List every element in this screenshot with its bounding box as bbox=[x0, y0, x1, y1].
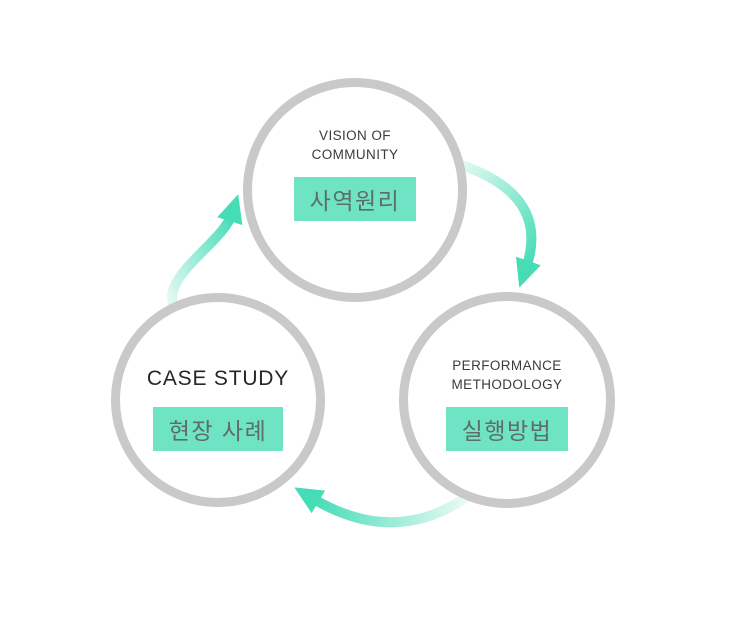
node-case-study: CASE STUDY 현장 사례 bbox=[111, 293, 325, 507]
node-tag-korean: 사역원리 bbox=[293, 176, 417, 221]
node-title-line: COMMUNITY bbox=[311, 146, 399, 162]
node-title-line: METHODOLOGY bbox=[451, 376, 563, 392]
node-vision-of-community: VISION OF COMMUNITY 사역원리 bbox=[243, 78, 467, 302]
node-title: PERFORMANCE METHODOLOGY bbox=[452, 357, 563, 393]
node-tag-korean: 현장 사례 bbox=[152, 406, 284, 451]
arrow-performance-to-casestudy bbox=[294, 487, 473, 528]
arrow-vision-to-performance bbox=[450, 157, 541, 288]
node-title: CASE STUDY bbox=[146, 367, 290, 391]
node-title-line: PERFORMANCE bbox=[452, 358, 562, 374]
node-tag-korean: 실행방법 bbox=[445, 406, 569, 451]
node-title-line: VISION OF bbox=[319, 128, 391, 144]
node-title: VISION OF COMMUNITY bbox=[312, 127, 399, 163]
node-performance-methodology: PERFORMANCE METHODOLOGY 실행방법 bbox=[399, 292, 615, 508]
